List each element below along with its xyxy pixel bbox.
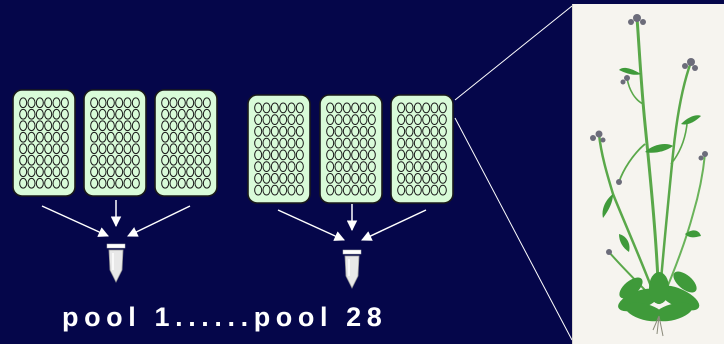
arrow-icon: [278, 210, 344, 240]
arrow-icon: [128, 206, 190, 236]
microcentrifuge-tube-icon: [343, 250, 361, 288]
microtiter-plate-icon: [391, 95, 453, 203]
arabidopsis-plant-icon: [573, 4, 724, 344]
microtiter-plate-icon: [248, 95, 310, 203]
microtiter-plate-icon: [320, 95, 382, 203]
arrow-icon: [42, 206, 108, 236]
arrow-icon: [362, 210, 426, 240]
microtiter-plate-icon: [155, 90, 217, 196]
pool-caption: pool 1......pool 28: [62, 300, 502, 334]
microtiter-plate-icon: [84, 90, 146, 196]
microcentrifuge-tube-icon: [107, 244, 125, 282]
zoom-line-top: [455, 6, 572, 100]
microtiter-plate-icon: [13, 90, 75, 196]
plant-photo: [572, 4, 724, 344]
